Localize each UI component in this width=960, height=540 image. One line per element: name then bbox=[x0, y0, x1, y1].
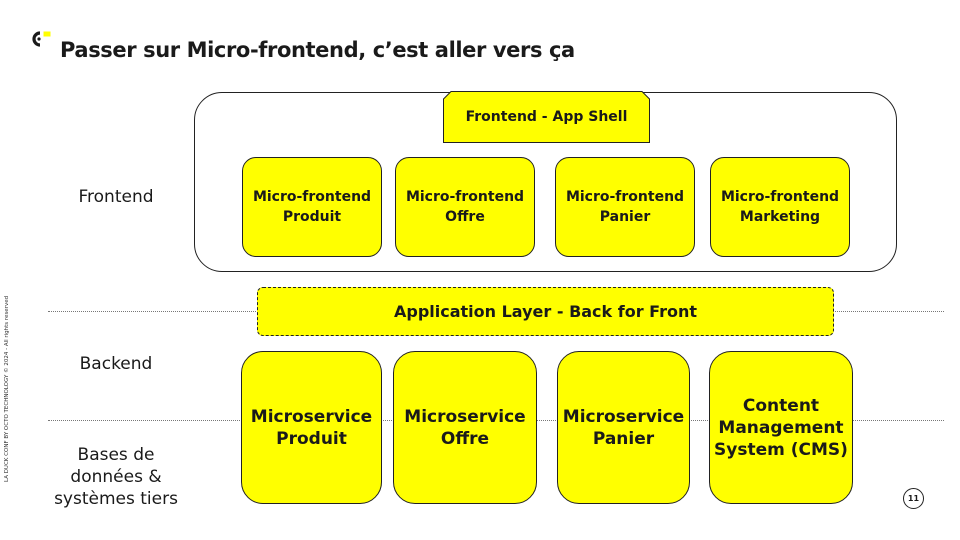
micro-frontend-name: Marketing bbox=[739, 209, 821, 225]
micro-frontend-name: Produit bbox=[282, 209, 342, 225]
layer-label-databases-line: Bases de bbox=[77, 445, 155, 465]
cms-line: Content bbox=[742, 395, 820, 416]
layer-label-databases: Bases de données & systèmes tiers bbox=[52, 444, 180, 510]
micro-frontend-title: Micro-frontend bbox=[252, 189, 372, 205]
micro-frontend-offre: Micro-frontend Offre bbox=[395, 157, 535, 257]
copyright-sidebar: LA DUCK CONF BY OCTO TECHNOLOGY © 2024 -… bbox=[4, 295, 10, 482]
micro-frontend-title: Micro-frontend bbox=[565, 189, 685, 205]
app-shell-label: Frontend - App Shell bbox=[465, 109, 628, 125]
layer-label-backend: Backend bbox=[79, 354, 153, 374]
content-management-system: Content Management System (CMS) bbox=[709, 351, 853, 504]
micro-frontend-title: Micro-frontend bbox=[405, 189, 525, 205]
micro-frontend-marketing: Micro-frontend Marketing bbox=[710, 157, 850, 257]
microservice-line: Microservice bbox=[250, 406, 373, 427]
micro-frontend-name: Offre bbox=[445, 209, 485, 225]
micro-frontend-panier: Micro-frontend Panier bbox=[555, 157, 695, 257]
microservice-line: Produit bbox=[276, 428, 347, 449]
micro-frontend-produit: Micro-frontend Produit bbox=[242, 157, 382, 257]
layer-label-frontend: Frontend bbox=[78, 187, 154, 207]
slide-title: Passer sur Micro-frontend, c’est aller v… bbox=[60, 38, 575, 62]
layer-label-databases-line: systèmes tiers bbox=[54, 489, 178, 509]
micro-frontend-title: Micro-frontend bbox=[720, 189, 840, 205]
cms-line: Management bbox=[718, 417, 844, 438]
microservice-line: Microservice bbox=[562, 406, 685, 427]
cms-line: System (CMS) bbox=[714, 439, 848, 460]
microservice-line: Offre bbox=[440, 428, 490, 449]
microservice-panier: Microservice Panier bbox=[557, 351, 690, 504]
microservice-offre: Microservice Offre bbox=[393, 351, 537, 504]
app-shell-box bbox=[443, 91, 650, 143]
page-number-badge: 11 bbox=[903, 488, 924, 509]
application-layer-box: Application Layer - Back for Front bbox=[257, 287, 834, 336]
microservice-produit: Microservice Produit bbox=[241, 351, 382, 504]
microservice-line: Microservice bbox=[404, 406, 526, 427]
microservice-line: Panier bbox=[592, 428, 655, 449]
octo-logo-icon bbox=[32, 31, 51, 47]
micro-frontend-name: Panier bbox=[599, 209, 651, 225]
layer-label-databases-line: données & bbox=[70, 467, 162, 487]
